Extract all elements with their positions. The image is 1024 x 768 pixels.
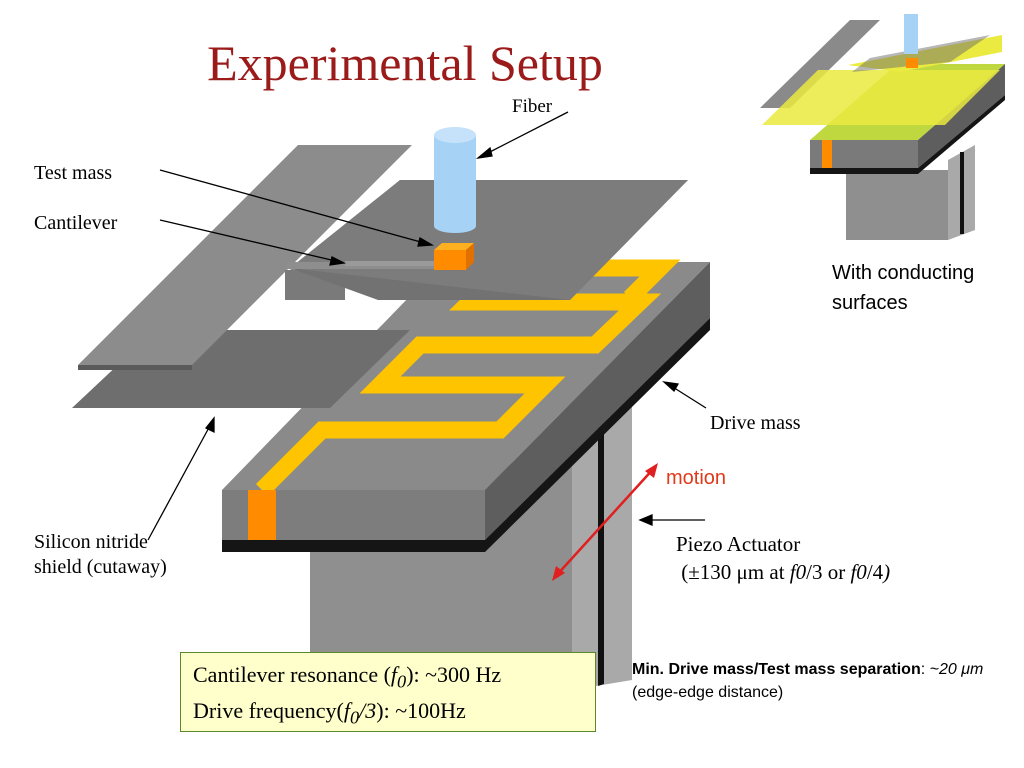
note-value: ~20 μm [929,661,984,678]
drive-frequency-line: Drive frequency(f0/3): ~100Hz [193,696,583,732]
piezo-f0-a: f0 [789,560,807,584]
drive-text: Drive frequency( [193,698,344,724]
note-colon: : [920,661,930,678]
shield-line-2: shield (cutaway) [34,556,167,578]
piezo-line-2: (±130 μm at f0/3 or f0/4) [676,558,890,586]
label-conducting-surfaces: With conducting surfaces [832,258,974,318]
separation-note: Min. Drive mass/Test mass separation: ~2… [632,658,992,704]
label-silicon-nitride-shield: Silicon nitride shield (cutaway) [34,530,167,580]
label-motion: motion [666,467,727,489]
conduct-line-1: With conducting [832,262,975,284]
motion-arrow [552,463,658,581]
drive-mass [222,259,710,552]
piezo-line-1: Piezo Actuator [676,532,801,556]
label-fiber: Fiber [512,96,553,117]
resonance-f: f [390,662,398,687]
piezo-close: ) [883,560,891,584]
drive-f: f [343,698,350,724]
inset-conducting-surfaces [760,14,1005,240]
piezo-div3: /3 or [806,560,851,584]
test-mass [434,243,474,270]
note-bold: Min. Drive mass/Test mass separation [632,661,921,678]
resonance-value: ): ~300 Hz [406,662,502,687]
label-drive-mass: Drive mass [710,412,801,434]
piezo-unit: m at [747,560,790,584]
piezo-div4: /4 [866,560,884,584]
piezo-mu: μ [736,560,748,584]
cantilever [345,261,437,266]
note-rest: (edge-edge distance) [632,684,784,701]
label-piezo-actuator: Piezo Actuator (±130 μm at f0/3 or f0/4) [676,530,890,586]
piezo-range-open: (±130 [681,560,737,584]
resonance-line: Cantilever resonance (f0): ~300 Hz [193,660,583,696]
resonance-text: Cantilever resonance ( [193,662,391,687]
label-cantilever: Cantilever [34,212,118,234]
shield-line-1: Silicon nitride [34,531,148,553]
page-title: Experimental Setup [207,35,603,91]
label-test-mass: Test mass [34,162,113,184]
fiber [434,127,476,233]
drive-value: ): ~100Hz [376,698,466,724]
frequency-info-box: Cantilever resonance (f0): ~300 Hz Drive… [180,652,596,732]
piezo-f0-b: f0 [850,560,867,584]
conduct-line-2: surfaces [832,292,908,314]
silicon-nitride-shield [72,145,688,408]
leader-arrows [147,111,707,541]
resonance-sub: 0 [397,671,407,692]
drive-sub: 0 [350,707,360,728]
drive-div: /3 [359,698,377,724]
